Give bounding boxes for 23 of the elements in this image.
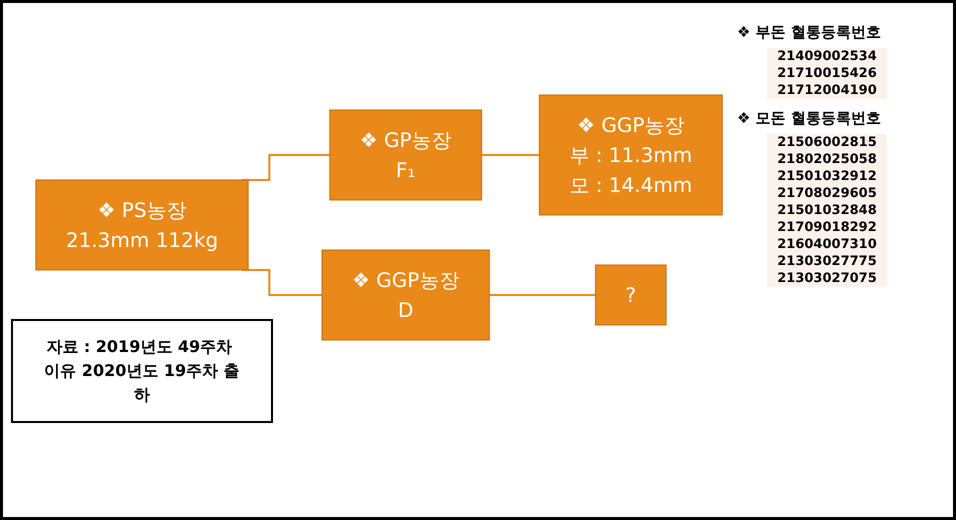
registration-number: 21712004190	[767, 82, 887, 99]
node-box: ❖ GGP농장 D	[321, 249, 490, 340]
list-heading: ❖ 모돈 혈통등록번호	[737, 109, 882, 128]
node-box: 자료 : 2019년도 49주차 이유 2020년도 19주차 출하	[10, 318, 273, 422]
registration-number: 21802025058	[767, 151, 887, 168]
node-box: ?	[594, 264, 666, 325]
list-heading: ❖ 부돈 혈통등록번호	[737, 23, 882, 42]
registration-number: 21709018292	[767, 219, 887, 236]
node-box: ❖ GP농장 F₁	[329, 109, 482, 200]
connector	[489, 294, 596, 296]
registration-number: 21409002534	[767, 48, 887, 65]
registration-number: 21604007310	[767, 236, 887, 253]
node-box: ❖ GGP농장 부 : 11.3mm 모 : 14.4mm	[538, 94, 723, 215]
registration-number: 21501032912	[767, 168, 887, 185]
registration-number: 21710015426	[767, 65, 887, 82]
registration-number: 21506002815	[767, 134, 887, 151]
connector	[481, 154, 540, 156]
registration-number: 21708029605	[767, 185, 887, 202]
registration-number: 21501032848	[767, 202, 887, 219]
connector	[241, 268, 322, 296]
registration-number: 21303027075	[767, 270, 887, 287]
node-box: ❖ PS농장 21.3mm 112kg	[35, 179, 248, 270]
registration-number: 21303027775	[767, 253, 887, 270]
